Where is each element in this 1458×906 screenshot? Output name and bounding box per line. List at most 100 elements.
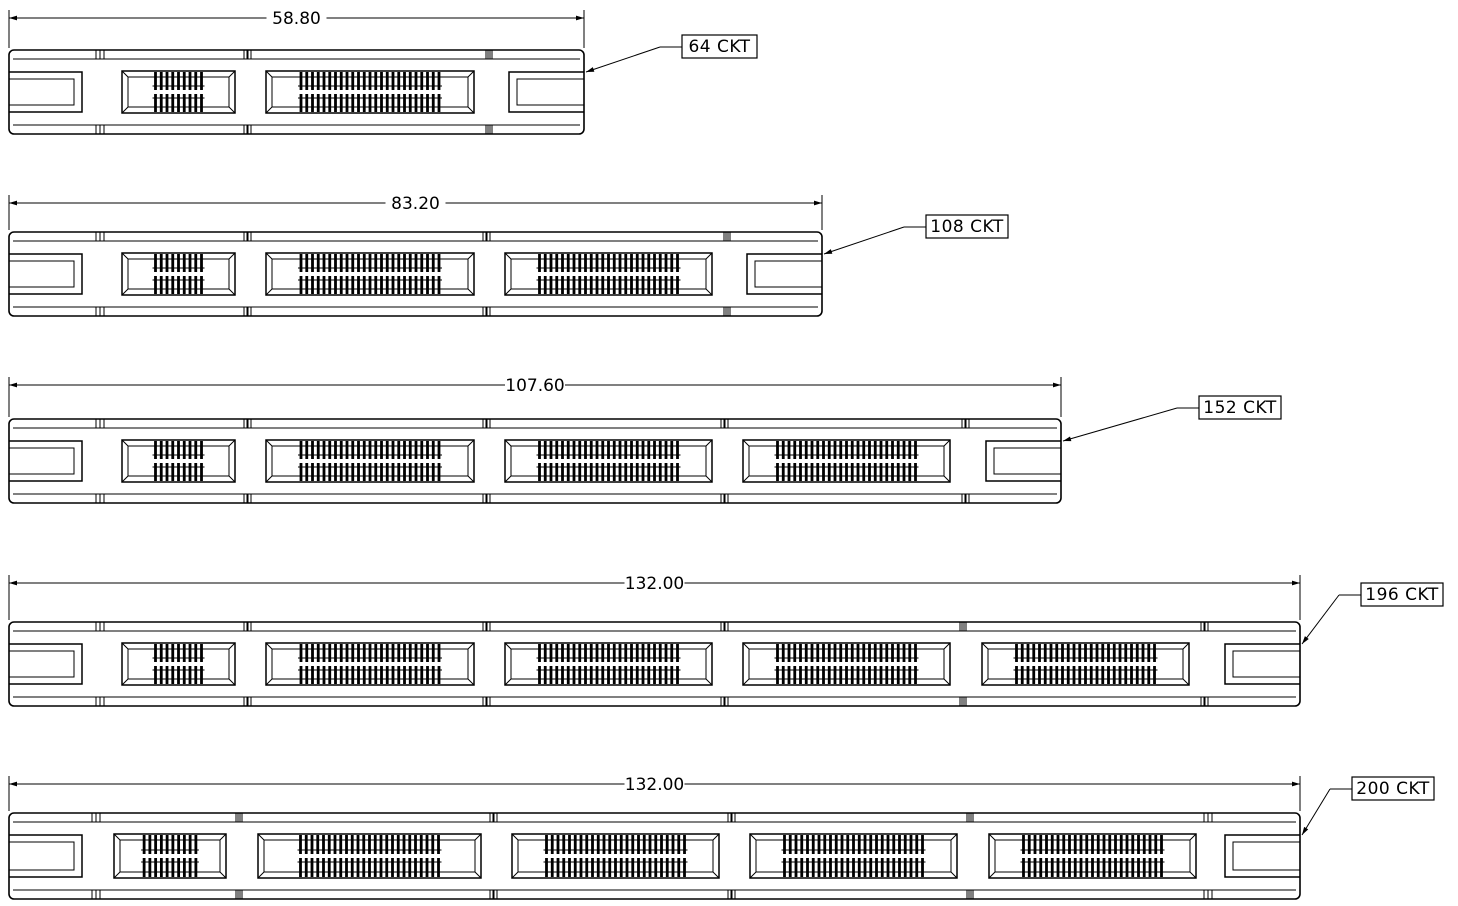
contact-pin — [380, 72, 383, 90]
contact-pin — [194, 94, 198, 112]
contact-pin — [572, 463, 576, 481]
contact-pin — [385, 276, 389, 294]
contact-pin — [880, 858, 884, 877]
contact-pin — [591, 835, 594, 854]
contact-pin — [896, 666, 900, 684]
contact-pin — [328, 441, 332, 459]
contact-pin — [316, 72, 320, 90]
contact-pin — [676, 666, 679, 684]
contact-pin — [305, 72, 309, 90]
contact-pin — [154, 94, 157, 112]
block-chamfer — [1182, 642, 1190, 650]
contact-pin — [304, 835, 308, 854]
contact-pin — [647, 441, 651, 459]
contact-pin — [437, 94, 441, 112]
contact-pin — [368, 858, 371, 877]
contact-pin — [589, 254, 593, 272]
contact-pin — [566, 276, 570, 294]
contact-pin — [420, 94, 424, 112]
connector-body — [8, 812, 1301, 900]
contact-pin — [1061, 644, 1064, 662]
contact-pin — [357, 666, 360, 684]
contact-pin — [641, 666, 645, 684]
contact-pin — [550, 835, 554, 854]
contact-pin — [1148, 835, 1152, 854]
contact-pin — [408, 72, 412, 90]
contact-pin — [165, 644, 169, 662]
contact-pin — [1102, 835, 1106, 854]
contact-pin — [177, 666, 180, 684]
contact-pin — [403, 666, 406, 684]
left-end-slot-inner — [9, 650, 75, 678]
contact-pin — [845, 666, 848, 684]
contact-pin — [1084, 666, 1087, 684]
contact-pin — [1038, 666, 1041, 684]
contact-pin — [299, 858, 302, 877]
contact-pin — [311, 644, 314, 662]
contact-pin — [171, 276, 175, 294]
contact-pin — [908, 463, 912, 481]
contact-pin — [578, 276, 582, 294]
contact-pin — [1107, 644, 1110, 662]
contact-pin — [414, 72, 418, 90]
block-outline — [742, 642, 951, 686]
contact-pin — [305, 94, 309, 112]
contact-pin — [357, 276, 360, 294]
contact-pin — [566, 441, 570, 459]
block-chamfer — [742, 475, 750, 483]
contact-pin — [607, 254, 610, 272]
contact-pin — [316, 94, 320, 112]
block-chamfer — [705, 642, 713, 650]
contact-pin — [538, 441, 541, 459]
contact-pin — [648, 835, 652, 854]
left-end-slot-inner — [9, 260, 75, 288]
contact-pin — [397, 94, 401, 112]
leader-arrow — [1062, 407, 1178, 442]
contact-pin — [391, 94, 395, 112]
contact-pin — [601, 463, 605, 481]
contact-pin — [368, 644, 372, 662]
contact-pin — [339, 644, 343, 662]
contact-pin — [142, 858, 146, 877]
contact-pin — [585, 858, 589, 877]
block-chamfer — [504, 642, 512, 650]
contact-pin — [909, 858, 913, 877]
block-chamfer — [988, 833, 996, 841]
contact-pin — [316, 835, 320, 854]
contact-pin — [188, 276, 192, 294]
block-chamfer — [228, 642, 236, 650]
contact-pin — [154, 644, 157, 662]
block-outline — [988, 833, 1197, 879]
block-chamfer — [712, 871, 720, 879]
contact-pin — [414, 94, 418, 112]
contact-pin — [431, 441, 435, 459]
left-end-slot — [9, 643, 83, 685]
contact-pin — [653, 276, 656, 294]
contact-pin — [869, 835, 873, 854]
contact-pin — [846, 858, 850, 877]
contact-pin — [1089, 666, 1093, 684]
contact-pin — [368, 72, 372, 90]
contact-pin — [1114, 835, 1117, 854]
contact-pin — [631, 835, 635, 854]
contact-pin — [1147, 644, 1151, 662]
contact-pin — [827, 666, 831, 684]
block-chamfer — [705, 288, 713, 296]
block-outline — [121, 70, 236, 114]
contact-pin — [572, 254, 576, 272]
contact-pin — [903, 835, 907, 854]
contact-pin — [776, 463, 779, 481]
contact-pin — [351, 276, 355, 294]
contact-pin — [431, 94, 435, 112]
contact-pin — [362, 441, 366, 459]
contact-pin — [1101, 666, 1105, 684]
block-chamfer — [705, 252, 713, 260]
contact-pin — [1125, 858, 1129, 877]
contact-pin — [1114, 858, 1117, 877]
contact-pin — [850, 463, 854, 481]
contact-pin — [1073, 835, 1077, 854]
contact-pin — [159, 94, 163, 112]
left-end-slot — [9, 440, 83, 482]
contact-pin — [584, 276, 587, 294]
